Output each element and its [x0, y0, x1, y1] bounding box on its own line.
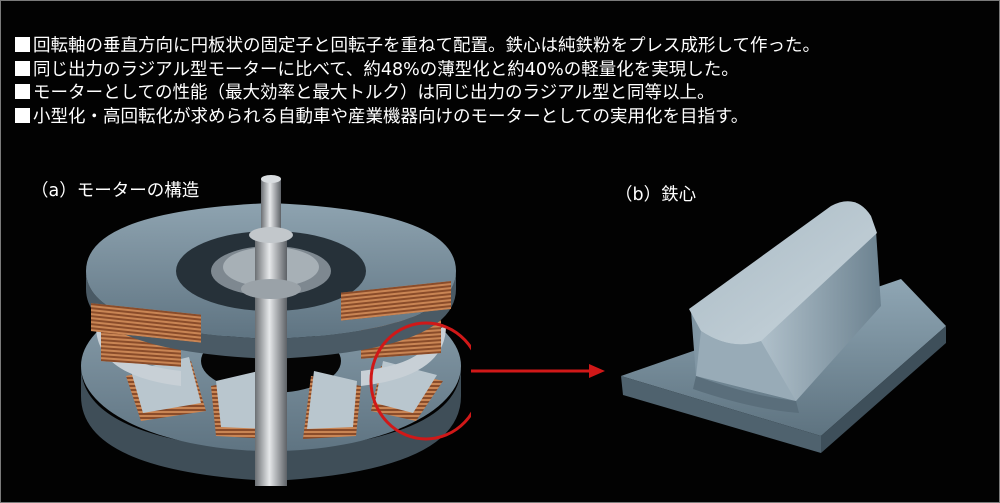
bullet-item: 小型化・高回転化が求められる自動車や産業機器向けのモーターとしての実用化を目指す… — [15, 106, 820, 130]
square-bullet-icon — [15, 84, 30, 99]
axial-motor-illustration — [81, 175, 471, 486]
bullet-text: 同じ出力のラジアル型モーターに比べて、約48%の薄型化と約40%の軽量化を実現し… — [33, 59, 739, 80]
red-arrow-icon — [471, 364, 605, 378]
core-tooth-block — [689, 201, 881, 413]
bullet-item: モーターとしての性能（最大効率と最大トルク）は同じ出力のラジアル型と同等以上。 — [15, 82, 820, 106]
motor-caption: （a）モーターの構造 — [31, 181, 200, 201]
iron-core-illustration — [621, 201, 946, 453]
bullet-text: 回転軸の垂直方向に円板状の固定子と回転子を重ねて配置。鉄心は純鉄粉をプレス成形し… — [33, 36, 820, 56]
square-bullet-icon — [15, 60, 30, 76]
bullet-text: モーターとしての性能（最大効率と最大トルク）は同じ出力のラジアル型と同等以上。 — [33, 83, 715, 103]
square-bullet-icon — [15, 37, 30, 52]
bullet-list: 回転軸の垂直方向に円板状の固定子と回転子を重ねて配置。鉄心は純鉄粉をプレス成形し… — [15, 35, 820, 129]
core-caption: （b）鉄心 — [615, 185, 697, 205]
bullet-item: 同じ出力のラジアル型モーターに比べて、約48%の薄型化と約40%の軽量化を実現し… — [15, 59, 820, 83]
bottom-stator-coils — [126, 357, 443, 439]
square-bullet-icon — [15, 107, 30, 123]
shaft — [241, 175, 301, 486]
bullet-item: 回転軸の垂直方向に円板状の固定子と回転子を重ねて配置。鉄心は純鉄粉をプレス成形し… — [15, 35, 820, 59]
bullet-text: 小型化・高回転化が求められる自動車や産業機器向けのモーターとしての実用化を目指す… — [33, 106, 749, 127]
highlight-circle — [369, 321, 471, 441]
